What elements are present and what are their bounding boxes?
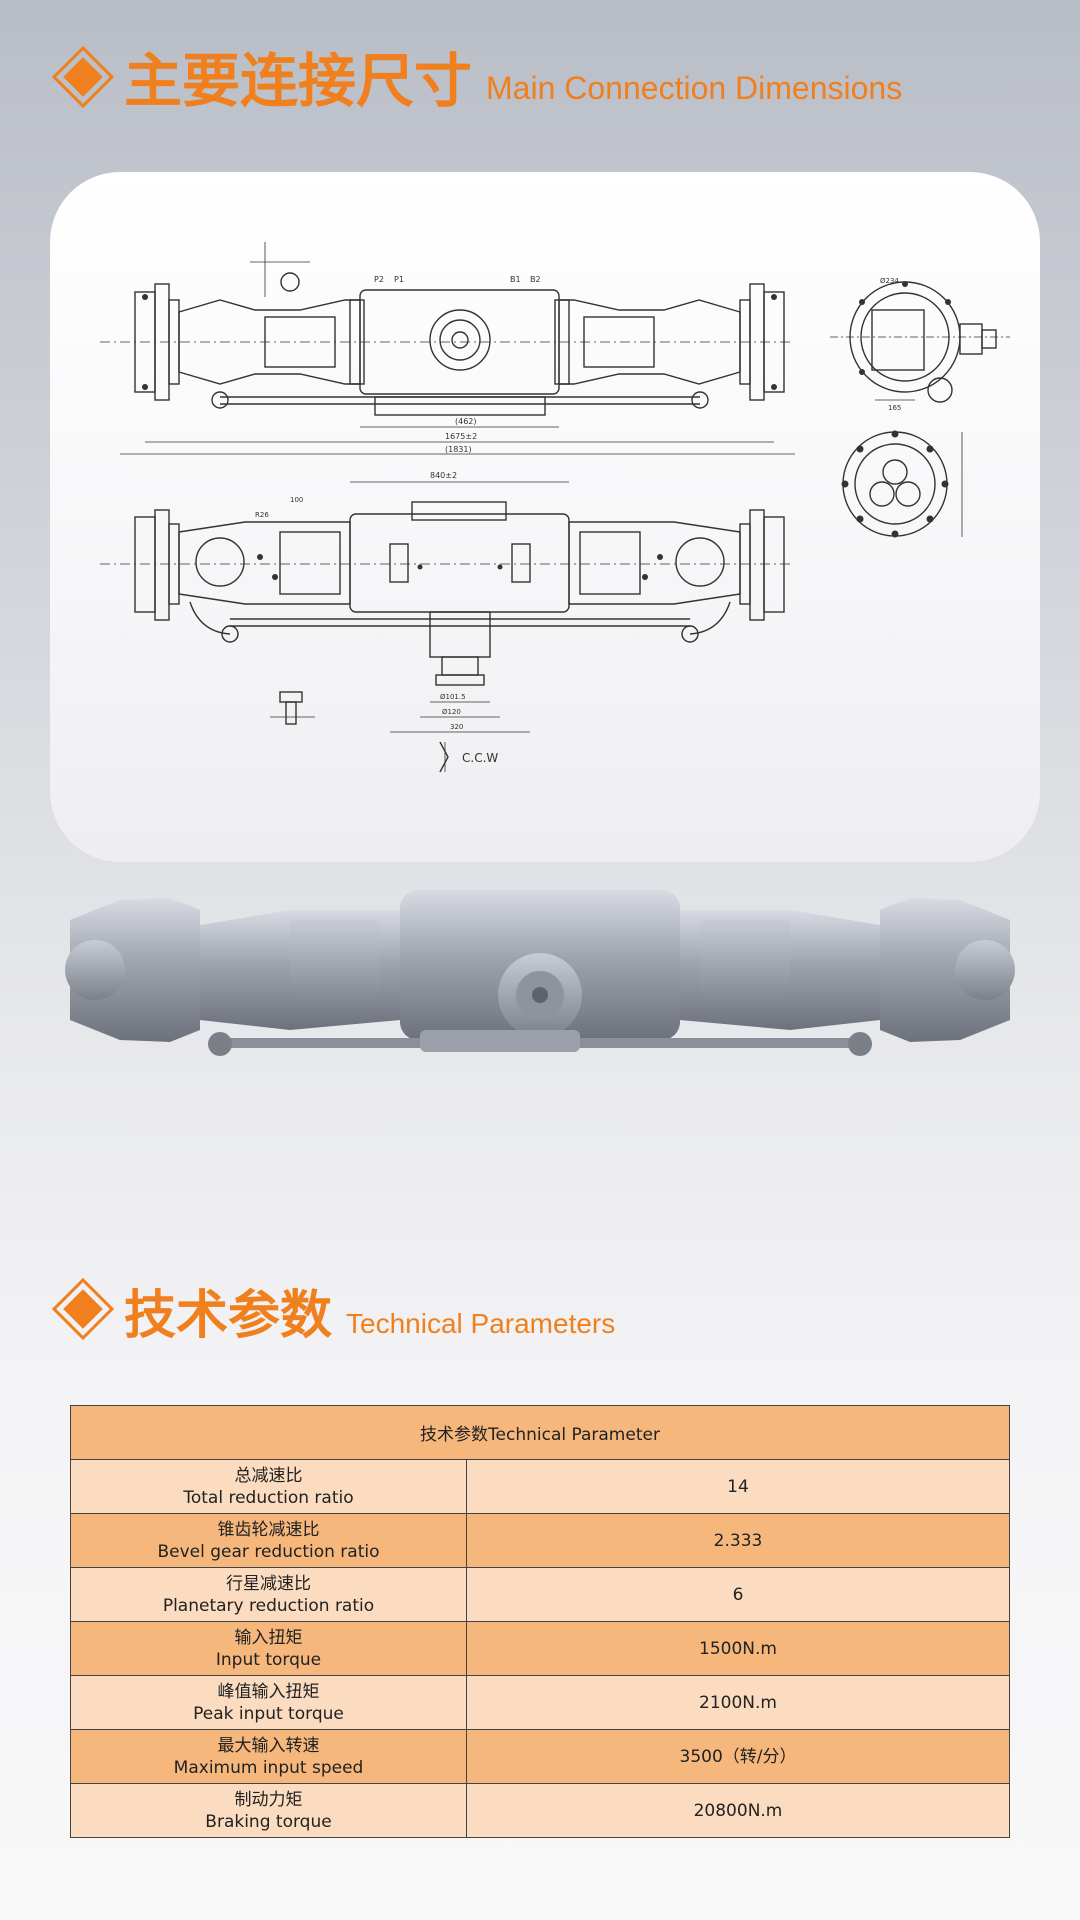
label-b1: B1 [510, 275, 521, 284]
dim-1831: (1831) [445, 445, 472, 454]
label-ccw: C.C.W [462, 751, 498, 765]
param-label-cn: 行星减速比 [226, 1573, 311, 1594]
section-title-parameters: 技术参数 Technical Parameters [50, 1276, 615, 1342]
section-title-en: Main Connection Dimensions [486, 70, 903, 106]
technical-drawing-card: (462) 1675±2 (1831) P2 P1 B1 B2 165 Ø234 [50, 172, 1040, 862]
dim-165: 165 [888, 404, 901, 412]
param-value: 1500N.m [466, 1621, 1010, 1676]
dim-320: 320 [450, 723, 463, 731]
param-value: 3500（转/分） [466, 1729, 1010, 1784]
param-value: 20800N.m [466, 1783, 1010, 1838]
param-label-en: Peak input torque [193, 1703, 344, 1724]
param-label-en: Planetary reduction ratio [162, 1595, 375, 1616]
param-label-en: Total reduction ratio [183, 1487, 354, 1508]
dim-120: Ø120 [442, 708, 461, 716]
param-label-en: Braking torque [205, 1811, 332, 1832]
front-view-drawing: (462) 1675±2 (1831) P2 P1 B1 B2 [100, 242, 795, 455]
section-title-cn: 技术参数 [124, 1286, 333, 1346]
param-label-cn: 总减速比 [234, 1465, 303, 1486]
param-value: 14 [466, 1459, 1010, 1514]
dim-234: Ø234 [880, 277, 899, 285]
param-label-en: Bevel gear reduction ratio [157, 1541, 380, 1562]
param-label-cn: 最大输入转速 [217, 1735, 320, 1756]
table-header-row: 技术参数Technical Parameter [70, 1405, 1010, 1460]
param-label-cn: 输入扭矩 [234, 1627, 303, 1648]
section-title-cn: 主要连接尺寸 [124, 47, 473, 115]
top-view-drawing: 840±2 100 R26 Ø101.5 Ø120 320 C.C.W [100, 471, 790, 773]
param-value: 6 [466, 1567, 1010, 1622]
table-header: 技术参数Technical Parameter [70, 1405, 1010, 1460]
dim-462: (462) [455, 417, 477, 426]
drive-axle-image [65, 890, 1015, 1056]
label-r26: R26 [255, 511, 269, 519]
label-p2: P2 [374, 275, 384, 284]
dim-1675: 1675±2 [445, 432, 477, 441]
param-label-cn: 锥齿轮减速比 [217, 1519, 320, 1540]
dim-840: 840±2 [430, 471, 457, 480]
dim-101: Ø101.5 [440, 693, 466, 701]
param-value: 2.333 [466, 1513, 1010, 1568]
param-label-cn: 制动力矩 [234, 1789, 303, 1810]
section-title-en: Technical Parameters [346, 1308, 616, 1339]
diamond-icon [50, 1276, 116, 1342]
param-label-en: Input torque [215, 1649, 322, 1670]
param-label-cn: 峰值输入扭矩 [217, 1681, 320, 1702]
axle-technical-drawing: (462) 1675±2 (1831) P2 P1 B1 B2 165 Ø234 [100, 242, 1010, 773]
dim-100: 100 [290, 496, 303, 504]
side-view-drawing: 165 Ø234 [830, 277, 1010, 538]
param-value: 2100N.m [466, 1675, 1010, 1730]
label-p1: P1 [394, 275, 404, 284]
param-label-en: Maximum input speed [173, 1757, 364, 1778]
label-b2: B2 [530, 275, 541, 284]
section-title-dimensions: 主要连接尺寸 Main Connection Dimensions [50, 44, 902, 110]
diamond-icon [50, 44, 116, 110]
